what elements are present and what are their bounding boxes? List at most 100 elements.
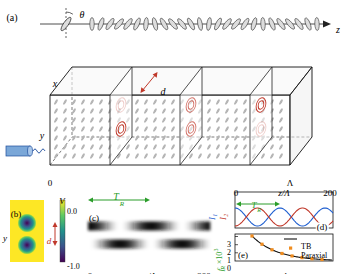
intensity-map: [132, 240, 134, 249]
liquid-crystal-molecule: [152, 117, 157, 123]
polarization-ellipse: [122, 17, 133, 30]
intensity-map: [192, 240, 194, 249]
liquid-crystal-molecule: [53, 108, 58, 114]
intensity-map: [116, 240, 118, 249]
liquid-crystal-molecule: [62, 99, 67, 105]
cross-section-plane: [258, 100, 264, 110]
intensity-map: [146, 240, 148, 249]
rate-curve: [290, 254, 293, 257]
polarization-ellipse: [113, 18, 125, 31]
box-hidden-edge: [50, 67, 312, 165]
intensity-map: [178, 240, 180, 249]
rate-curve: [252, 236, 332, 260]
liquid-crystal-molecule: [206, 144, 211, 150]
intensity-map: [98, 240, 100, 249]
liquid-crystal-molecule: [170, 135, 175, 141]
liquid-crystal-molecule: [71, 126, 76, 132]
cross-section-plane: [188, 124, 194, 134]
intensity-map: [160, 240, 162, 249]
liquid-crystal-molecule: [80, 99, 85, 105]
period-subscript: R: [257, 207, 261, 213]
period-subscript: R: [120, 201, 124, 208]
liquid-crystal-molecule: [98, 117, 103, 123]
liquid-crystal-molecule: [98, 135, 103, 141]
intensity-map: [106, 222, 108, 231]
intensity-map: [208, 240, 210, 249]
intensity-map: [200, 240, 202, 249]
liquid-crystal-molecule: [242, 117, 247, 123]
liquid-crystal-molecule: [71, 99, 76, 105]
intensity-map: [152, 222, 154, 231]
liquid-crystal-molecule: [134, 108, 139, 114]
liquid-crystal-molecule: [242, 126, 247, 132]
intensity-map: [204, 222, 206, 231]
cross-section-plane: [188, 100, 194, 110]
intensity-map: [96, 222, 98, 231]
liquid-crystal-molecule: [224, 144, 229, 150]
intensity-map: [150, 240, 152, 249]
intensity-map: [138, 222, 140, 231]
intensity-map: [160, 222, 162, 231]
period-arrow: [238, 204, 278, 205]
period-arrow: [275, 202, 280, 207]
intensity-map: [166, 222, 168, 231]
liquid-crystal-molecule: [215, 153, 220, 159]
cross-section-plane: [118, 124, 124, 134]
input-fiber: [6, 146, 30, 156]
intensity-map: [172, 222, 174, 231]
potential-map: [10, 200, 44, 262]
liquid-crystal-molecule: [278, 144, 283, 150]
liquid-crystal-molecule: [134, 126, 139, 132]
cross-section-plane: [258, 124, 264, 134]
axis-label: y: [3, 234, 7, 243]
intensity-map: [106, 240, 108, 249]
intensity-map: [180, 222, 182, 231]
liquid-crystal-molecule: [134, 144, 139, 150]
liquid-crystal-molecule: [152, 153, 157, 159]
liquid-crystal-molecule: [242, 153, 247, 159]
intensity-map: [134, 240, 136, 249]
polarization-ellipse: [315, 17, 320, 30]
legend-sample: [284, 239, 297, 250]
period-arrow: [90, 200, 148, 201]
cross-section-plane: [110, 67, 132, 165]
panel-label: (b): [11, 210, 22, 219]
cross-section-plane: [110, 67, 272, 165]
axis-label: ×10: [216, 252, 224, 265]
cross-section-plane: [186, 120, 196, 138]
rate-curve: [250, 234, 332, 261]
liquid-crystal-molecule: [134, 153, 139, 159]
liquid-crystal-molecule: [80, 126, 85, 132]
liquid-crystal-molecule: [152, 108, 157, 114]
intensity-map: [88, 222, 90, 231]
liquid-crystal-molecule: [224, 126, 229, 132]
input-fiber: [6, 146, 45, 156]
axis-tick: 0: [227, 265, 231, 273]
liquid-crystal-molecule: [224, 108, 229, 114]
liquid-crystal-molecule: [62, 153, 67, 159]
intensity-map: [114, 240, 116, 249]
intensity-map: [182, 240, 184, 249]
intensity-map: [176, 240, 178, 249]
intensity-map: [204, 240, 206, 249]
axis-tick: 0: [48, 179, 53, 188]
intensity-map: [170, 240, 172, 249]
liquid-crystal-molecule: [233, 153, 238, 159]
legend-text: TB: [301, 243, 311, 251]
liquid-crystal-molecule: [80, 144, 85, 150]
intensity-map: [198, 240, 200, 249]
liquid-crystal-molecule: [98, 144, 103, 150]
axis-tick: 3: [227, 241, 231, 249]
intensity-map: [124, 240, 126, 249]
liquid-crystal-molecule: [89, 144, 94, 150]
polarization-ellipse: [197, 17, 204, 31]
polarization-ellipse: [97, 17, 105, 31]
liquid-crystal-molecule: [53, 135, 58, 141]
legend-sample: [284, 238, 297, 239]
intensity-map: [174, 222, 176, 231]
polarization-ellipse: [151, 17, 158, 31]
polarization-ellipse: [206, 17, 212, 31]
polarization-ellipse: [260, 17, 265, 30]
liquid-crystal-molecule: [170, 144, 175, 150]
colorbar-label: V: [59, 197, 65, 206]
